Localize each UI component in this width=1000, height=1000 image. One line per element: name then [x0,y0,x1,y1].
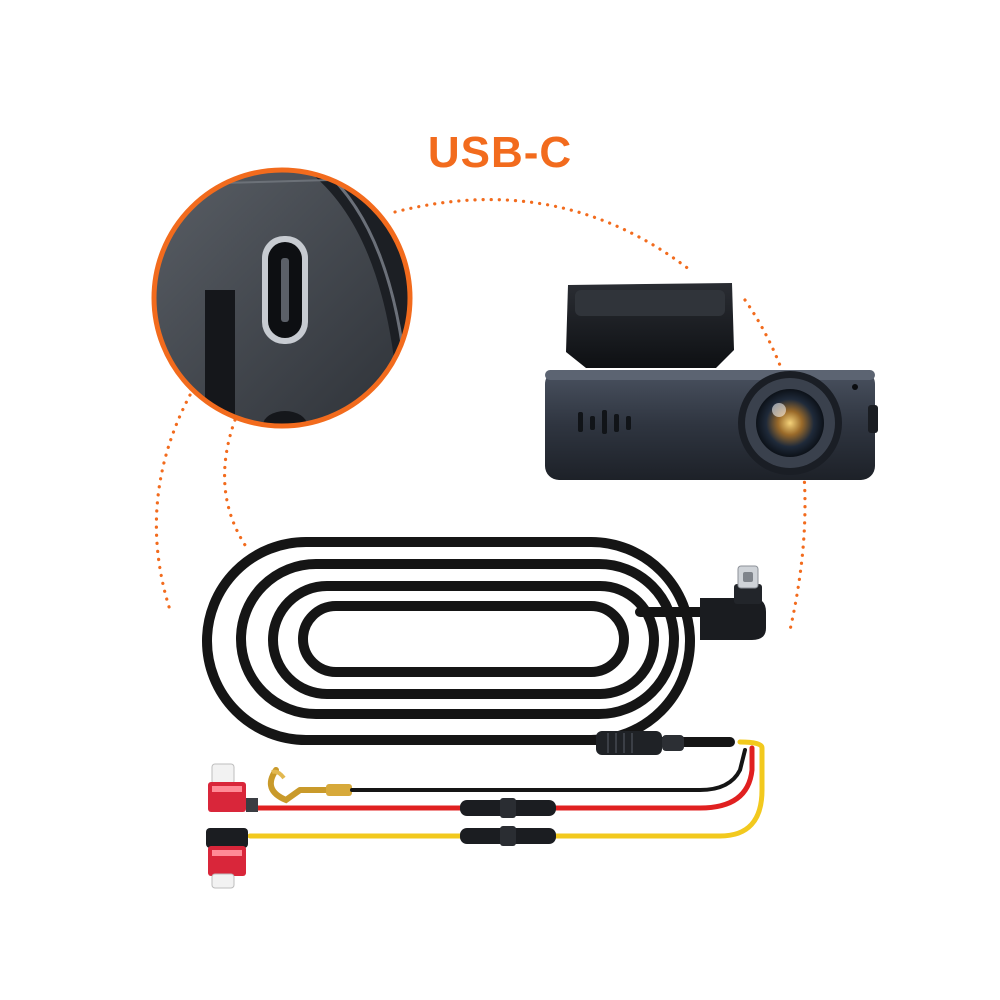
usb-c-plug-icon [700,565,766,640]
coiled-cable-icon [202,537,735,747]
fuse-tap-top-icon [208,763,258,812]
dotted-guide-lines [154,198,807,632]
inline-fuse-holders [460,798,556,846]
dash-camera-icon [545,283,878,480]
fork-terminal-icon [267,767,352,804]
wire-red [247,745,755,811]
guide-arc-inner [222,418,247,547]
wire-black [350,748,747,792]
guide-arc-right [743,298,807,632]
fuse-holder-red [460,798,556,818]
port-zoom-icon [151,167,413,429]
power-wires [247,739,765,839]
guide-arc-left [154,393,192,612]
guide-arc-top [393,198,692,272]
camera-lens [756,389,824,457]
splitter-connector [596,731,684,755]
fuse-tap-bottom-icon [206,828,248,889]
usb-c-heading: USB-C [427,128,573,177]
speaker-grille [578,410,631,434]
fuse-holder-yellow [460,826,556,846]
wire-yellow [247,739,765,839]
